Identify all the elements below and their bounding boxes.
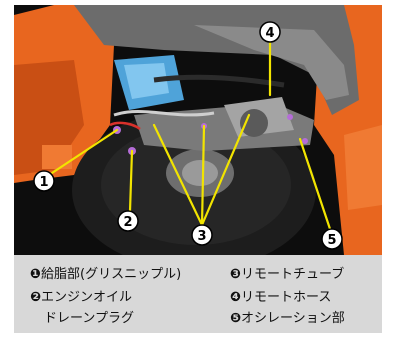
legend-item-1: ❶給脂部(グリスニップル) (30, 267, 181, 283)
legend-label-4: リモートホース (241, 290, 332, 305)
leader-3a (152, 123, 204, 227)
callout-marker-3: 3 (191, 224, 213, 246)
legend-label-2: エンジンオイル (41, 290, 133, 305)
callout-marker-1: 1 (33, 170, 55, 192)
legend-item-2: ❷エンジンオイル (30, 290, 132, 306)
legend-number-2: ❷ (30, 290, 42, 305)
leader-3b (200, 124, 206, 227)
legend-item-5: ❺オシレーション部 (230, 311, 345, 327)
legend-caption: ❶給脂部(グリスニップル) ❷エンジンオイル ドレーンプラグ ❸リモートチューブ… (14, 255, 382, 333)
callout-marker-5: 5 (321, 228, 343, 250)
machine-photo: 1 2 3 4 5 (14, 5, 382, 255)
callout-marker-4: 4 (259, 21, 281, 43)
callout-number-2: 2 (123, 215, 132, 230)
figure: 1 2 3 4 5 ❶給脂部(グリスニップル) ❷エンジンオ (14, 5, 382, 333)
legend-number-1: ❶ (30, 267, 42, 282)
legend-number-3: ❸ (230, 267, 242, 282)
callout-number-1: 1 (39, 175, 48, 190)
leader-3c (200, 113, 251, 227)
callout-marker-2: 2 (117, 210, 139, 232)
legend-number-5: ❺ (230, 311, 242, 326)
legend-item-2-line2: ドレーンプラグ (44, 311, 134, 327)
legend-label-2-line2: ドレーンプラグ (44, 311, 134, 326)
legend-label-3: リモートチューブ (241, 267, 345, 282)
callout-number-4: 4 (265, 26, 274, 41)
leader-1 (50, 128, 119, 175)
legend-number-4: ❹ (230, 290, 242, 305)
callout-number-5: 5 (327, 233, 336, 248)
legend-label-1: 給脂部(グリスニップル) (41, 267, 182, 282)
callout-number-3: 3 (197, 229, 206, 244)
leader-2 (128, 149, 134, 213)
legend-item-3: ❸リモートチューブ (230, 267, 344, 283)
legend-label-5: オシレーション部 (241, 311, 345, 326)
leader-5 (298, 137, 332, 231)
legend-item-4: ❹リモートホース (230, 290, 331, 306)
